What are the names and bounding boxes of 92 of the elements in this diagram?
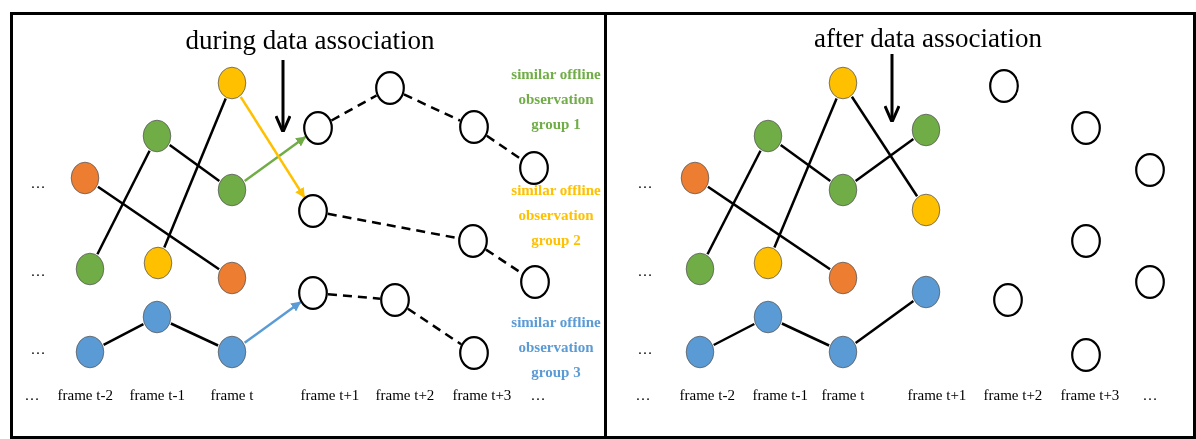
ellipsis: … <box>637 262 653 280</box>
connector-line <box>773 97 838 249</box>
arrow <box>243 301 302 344</box>
arrow <box>239 96 306 199</box>
node-circle <box>680 161 710 195</box>
node-circle <box>217 66 247 100</box>
node-circle <box>828 335 858 369</box>
arrow <box>243 136 307 182</box>
dashed-line <box>330 94 378 122</box>
connector-line <box>854 138 915 182</box>
group-label: similar offline observation group 3 <box>510 313 602 382</box>
node-circle <box>911 275 941 309</box>
node-circle <box>70 161 100 195</box>
node-circle <box>519 151 549 185</box>
node-circle <box>993 283 1023 317</box>
connector-line <box>781 322 830 347</box>
node-circle <box>828 173 858 207</box>
group-label: similar offline observation group 2 <box>510 181 602 250</box>
node-circle <box>459 336 489 370</box>
connector-line <box>707 185 831 271</box>
frame-label: frame t <box>210 386 254 404</box>
node-circle <box>217 261 247 295</box>
node-circle <box>911 113 941 147</box>
frame-label: frame t+3 <box>1060 386 1120 404</box>
node-circle <box>298 276 328 310</box>
node-circle <box>828 261 858 295</box>
node-circle <box>520 265 550 299</box>
node-circle <box>142 300 172 334</box>
frame-label: frame t+2 <box>375 386 435 404</box>
node-circle <box>1071 224 1101 258</box>
node-circle <box>1135 265 1165 299</box>
connector-line <box>779 144 832 182</box>
node-circle <box>380 283 410 317</box>
node-circle <box>217 335 247 369</box>
dashed-line <box>327 293 381 300</box>
node-circle <box>459 110 489 144</box>
frame-label: frame t+2 <box>983 386 1043 404</box>
frame-label: frame t-2 <box>679 386 735 404</box>
connector-line <box>713 322 755 347</box>
frame-label: frame t+3 <box>452 386 512 404</box>
connector-line <box>103 323 144 346</box>
node-circle <box>217 173 247 207</box>
dashed-line <box>403 93 461 122</box>
node-circle <box>303 111 333 145</box>
node-circle <box>143 246 173 280</box>
connector-line <box>96 150 151 255</box>
connector-line <box>163 97 227 249</box>
ellipsis: … <box>30 340 46 358</box>
node-circle <box>753 246 783 280</box>
node-circle <box>1135 153 1165 187</box>
node-circle <box>1071 111 1101 145</box>
node-circle <box>685 335 715 369</box>
panel-title: after data association <box>814 23 1042 53</box>
frame-label: frame t <box>821 386 865 404</box>
node-circle <box>75 252 105 286</box>
dashed-line <box>407 307 462 346</box>
connector-line <box>168 144 221 182</box>
node-circle <box>911 193 941 227</box>
ellipsis: … <box>30 174 46 192</box>
frame-label: frame t+1 <box>300 386 360 404</box>
ellipsis: … <box>530 386 546 404</box>
connector-line <box>854 300 915 344</box>
node-circle <box>828 66 858 100</box>
node-circle <box>685 252 715 286</box>
panel-frame <box>604 12 1196 439</box>
ellipsis: … <box>635 386 651 404</box>
frame-label: frame t-1 <box>129 386 185 404</box>
node-circle <box>75 335 105 369</box>
ellipsis: … <box>30 262 46 280</box>
panel-title: during data association <box>185 25 435 55</box>
ellipsis: … <box>1142 386 1158 404</box>
panel-frame <box>10 12 607 439</box>
ellipsis: … <box>24 386 40 404</box>
node-circle <box>458 224 488 258</box>
frame-label: frame t+1 <box>907 386 967 404</box>
node-circle <box>1071 338 1101 372</box>
node-circle <box>753 119 783 153</box>
node-circle <box>142 119 172 153</box>
ellipsis: … <box>637 340 653 358</box>
node-circle <box>989 69 1019 103</box>
frame-label: frame t-2 <box>57 386 113 404</box>
ellipsis: … <box>637 174 653 192</box>
node-circle <box>753 300 783 334</box>
frame-label: frame t-1 <box>752 386 808 404</box>
connector-line <box>170 322 219 347</box>
dashed-line <box>486 134 522 161</box>
connector-line <box>850 96 919 197</box>
connector-line <box>706 150 762 255</box>
connector-line <box>97 185 220 271</box>
node-circle <box>298 194 328 228</box>
group-label: similar offline observation group 1 <box>510 65 602 134</box>
node-circle <box>375 71 405 105</box>
